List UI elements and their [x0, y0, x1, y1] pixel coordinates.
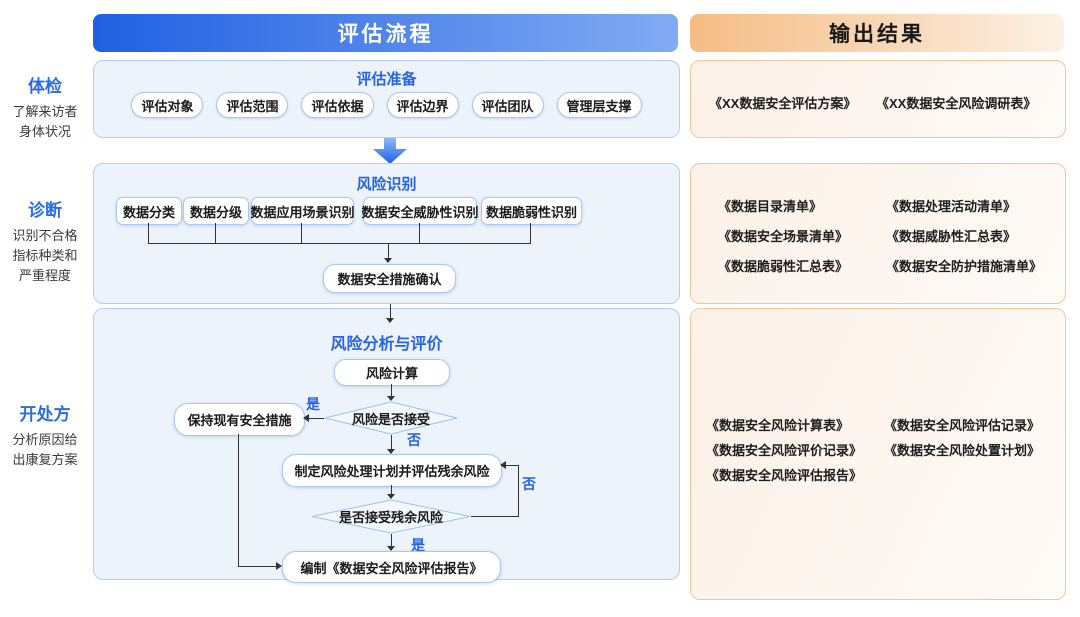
arrowhead-right	[276, 562, 282, 570]
section-assessment-preparation: 评估准备 评估对象 评估范围 评估依据 评估边界 评估团队 管理层支撑	[93, 60, 680, 138]
decision-residual-risk: 是否接受残余风险	[311, 499, 471, 534]
phase-desc-line: 分析原因给	[12, 432, 78, 447]
arrowhead-left	[303, 414, 309, 422]
arrowhead-down	[387, 546, 395, 551]
output-document: 《XX数据安全评估方案》	[709, 96, 857, 111]
process-header: 评估流程	[93, 14, 678, 52]
output-document: 《数据安全风险评估报告》	[706, 468, 863, 483]
prep-pill: 评估范围	[216, 92, 289, 118]
output-document: 《数据安全风险评估记录》	[884, 418, 1041, 433]
section-title: 评估准备	[356, 71, 417, 88]
arrowhead-down	[387, 494, 395, 499]
output-document: 《数据威胁性汇总表》	[886, 229, 1017, 244]
phase-label-prescribe: 开处方 分析原因给 出康复方案	[0, 400, 90, 470]
output-document: 《数据安全防护措施清单》	[886, 259, 1043, 274]
output-document: 《数据安全风险计算表》	[706, 418, 850, 433]
connector-line	[388, 243, 389, 258]
output-document: 《XX数据安全风险调研表》	[876, 96, 1037, 111]
connector-line	[391, 384, 392, 396]
prep-pill: 评估边界	[386, 92, 459, 118]
risk-calculation-box: 风险计算	[334, 359, 450, 386]
branch-label-no: 否	[522, 476, 536, 492]
decision-risk-acceptable: 风险是否接受	[324, 401, 458, 435]
phase-desc-line: 出康复方案	[12, 452, 78, 467]
phase-title: 开处方	[19, 405, 71, 424]
output-document: 《数据安全风险处置计划》	[884, 443, 1041, 458]
identify-item: 数据分类	[116, 197, 182, 225]
section-risk-analysis: 风险分析与评价 风险计算 风险是否接受 保持现有安全措施 是 否 制定风险处理计…	[93, 308, 680, 583]
arrowhead-down	[386, 318, 394, 323]
decision-label: 风险是否接受	[351, 411, 430, 427]
phase-desc-line: 了解来访者	[12, 104, 78, 119]
arrowhead-down	[387, 449, 395, 454]
branch-label-yes: 是	[411, 537, 425, 553]
report-box: 编制《数据安全风险评估报告》	[282, 551, 501, 583]
prep-pill: 评估对象	[131, 92, 204, 118]
connector-line	[391, 485, 392, 494]
branch-label-no: 否	[407, 432, 421, 448]
connector-line	[301, 223, 302, 243]
connector-line	[390, 304, 391, 318]
prep-pill: 管理层支撑	[556, 92, 642, 118]
output-document: 《数据安全场景清单》	[718, 229, 849, 244]
output-box-preparation: 《XX数据安全评估方案》 《XX数据安全风险调研表》	[690, 60, 1066, 138]
identify-item: 数据应用场景识别	[251, 197, 355, 225]
connector-line	[215, 223, 216, 243]
prep-pill: 评估依据	[301, 92, 374, 118]
phase-desc-line: 指标种类和	[12, 248, 78, 263]
preparation-pill-row: 评估对象 评估范围 评估依据 评估边界 评估团队 管理层支撑	[94, 92, 679, 118]
connector-line	[530, 223, 531, 243]
connector-bus-line	[148, 243, 531, 244]
loop-line	[471, 516, 518, 517]
section-title: 风险分析与评价	[330, 336, 443, 353]
phase-label-diagnosis: 诊断 识别不合格 指标种类和 严重程度	[0, 196, 90, 286]
phase-desc-line: 身体状况	[18, 124, 71, 139]
connector-line	[419, 223, 420, 243]
branch-label-yes: 是	[306, 396, 320, 412]
output-document: 《数据脆弱性汇总表》	[718, 259, 849, 274]
section-risk-identification: 风险识别 数据分类 数据分级 数据应用场景识别 数据安全威胁性识别 数据脆弱性识…	[93, 163, 680, 304]
connector-line	[148, 223, 149, 243]
connector-line	[238, 566, 276, 567]
output-header: 输出结果	[690, 14, 1064, 52]
loop-line	[506, 465, 518, 466]
section-flow-arrow-icon	[373, 138, 407, 164]
output-document: 《数据目录清单》	[718, 199, 823, 214]
phase-label-checkup: 体检 了解来访者 身体状况	[0, 72, 90, 142]
phase-desc-line: 严重程度	[18, 268, 71, 283]
output-box-identification: 《数据目录清单》 《数据处理活动清单》 《数据安全场景清单》 《数据威胁性汇总表…	[690, 163, 1066, 304]
identify-item: 数据安全威胁性识别	[362, 197, 479, 225]
keep-measures-box: 保持现有安全措施	[174, 403, 305, 436]
output-document: 《数据处理活动清单》	[886, 199, 1017, 214]
loop-line	[518, 465, 519, 517]
connector-line	[391, 534, 392, 546]
connector-line	[309, 418, 324, 419]
identify-item: 数据脆弱性识别	[481, 197, 582, 225]
phase-desc-line: 识别不合格	[12, 228, 78, 243]
confirm-measures-box: 数据安全措施确认	[323, 264, 456, 293]
output-box-analysis: 《数据安全风险计算表》 《数据安全风险评估记录》 《数据安全风险评价记录》 《数…	[690, 308, 1066, 600]
prep-pill: 评估团队	[471, 92, 544, 118]
connector-line	[391, 435, 392, 449]
identify-item: 数据分级	[183, 197, 249, 225]
phase-title: 诊断	[28, 201, 62, 220]
arrowhead-left	[500, 461, 506, 469]
section-title: 风险识别	[356, 176, 417, 193]
treatment-plan-box: 制定风险处理计划并评估残余风险	[282, 454, 502, 487]
arrowhead-down	[387, 396, 395, 401]
connector-line	[238, 434, 239, 566]
decision-label: 是否接受残余风险	[338, 510, 443, 525]
output-document: 《数据安全风险评价记录》	[706, 443, 863, 458]
phase-title: 体检	[28, 77, 62, 96]
arrowhead-down	[384, 258, 392, 263]
